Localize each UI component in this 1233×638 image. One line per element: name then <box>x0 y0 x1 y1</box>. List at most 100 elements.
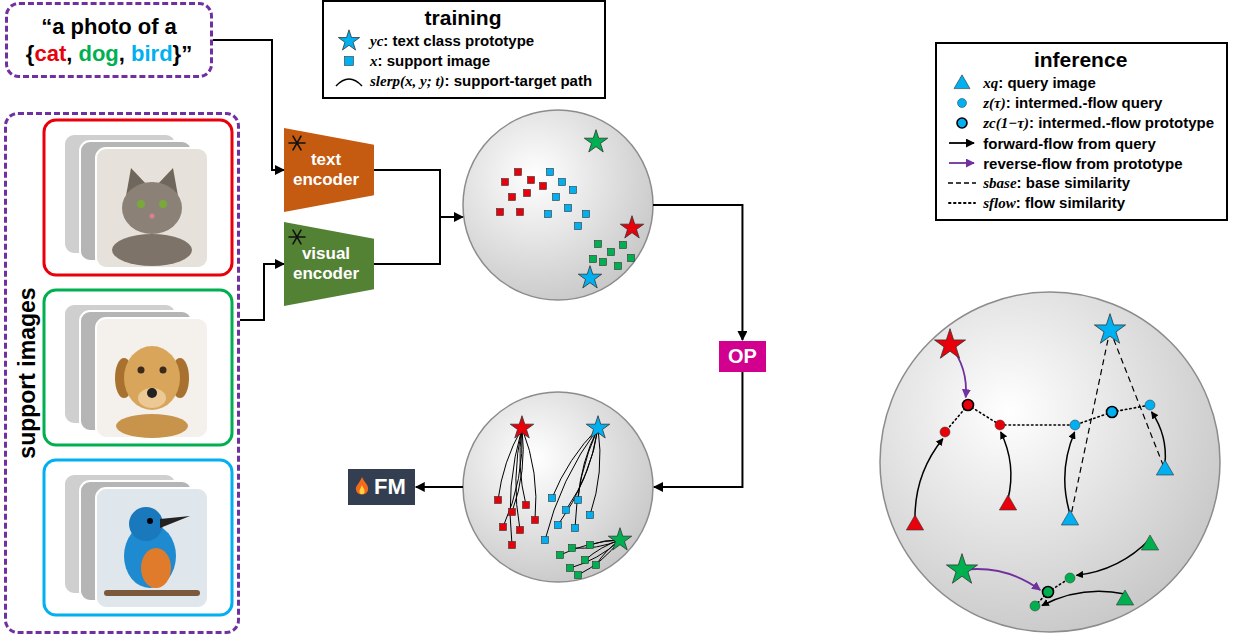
square-marker <box>517 209 524 216</box>
forward-flow-arrow <box>1076 539 1150 575</box>
square-marker <box>500 524 507 531</box>
node-label: visual encoder <box>288 244 364 284</box>
square-marker <box>547 169 554 176</box>
square-marker <box>517 527 524 534</box>
triangle-marker <box>999 495 1016 510</box>
math-run: z(τ) <box>983 95 1006 111</box>
text-run: photo <box>71 14 132 39</box>
flow-arrow <box>440 216 463 218</box>
query-dot <box>1145 400 1155 410</box>
query-dot <box>1030 601 1040 611</box>
legend-swatch <box>947 93 977 113</box>
star-marker <box>510 416 533 438</box>
square-marker <box>595 241 602 248</box>
cat-eye <box>159 200 167 208</box>
flow-arrow <box>416 486 463 488</box>
line-sample <box>948 182 976 184</box>
square-marker <box>509 509 516 516</box>
dog-nose <box>147 388 157 398</box>
cat-eye <box>137 200 145 208</box>
photo-card <box>96 148 208 268</box>
legend-item: x: support image <box>334 51 592 71</box>
legend-item: forward-flow from query <box>947 133 1214 153</box>
star-marker <box>338 30 359 50</box>
legend-item: sbase: base similarity <box>947 173 1214 193</box>
math-run: yc <box>370 33 383 49</box>
square-marker <box>628 255 635 262</box>
bird-branch <box>104 590 200 596</box>
prompt-box: “a photo of a {cat, dog, bird}” <box>5 2 213 78</box>
legend-label: yc: text class prototype <box>370 32 534 50</box>
bird-head <box>129 507 163 541</box>
triangle-marker <box>1156 460 1173 475</box>
legend-swatch <box>947 73 977 93</box>
math-run: zc(1−τ) <box>983 115 1029 131</box>
legend-box: trainingyc: text class prototypex: suppo… <box>322 0 606 99</box>
text-run: , <box>119 41 131 66</box>
legend-box: inferencexq: query imagez(τ): intermed.-… <box>935 42 1228 221</box>
square-marker <box>608 249 615 256</box>
prototype-dot <box>963 400 974 411</box>
square-marker <box>345 57 354 66</box>
encoder-block: visual encoder <box>284 222 374 306</box>
model-box: FM <box>348 469 415 505</box>
bird-beak <box>160 516 190 528</box>
bird-belly <box>141 548 171 588</box>
query-dot <box>1065 573 1075 583</box>
base-similarity-line <box>1070 330 1110 520</box>
legend-item: reverse-flow from prototype <box>947 153 1214 173</box>
math-run: sbase <box>983 175 1016 191</box>
connector <box>240 264 284 320</box>
trainable-icon <box>354 477 370 497</box>
square-marker <box>575 223 582 230</box>
square-marker <box>615 263 622 270</box>
legend-swatch <box>947 193 977 213</box>
star-marker <box>620 216 643 238</box>
bird-eye <box>147 518 153 524</box>
image-frame <box>44 120 232 275</box>
forward-flow-arrow <box>1001 432 1011 499</box>
arrow-sample <box>949 162 974 164</box>
slerp-path <box>516 428 522 530</box>
square-marker <box>569 545 576 552</box>
text-run: : text class prototype <box>383 32 534 49</box>
legend-swatch <box>947 133 977 153</box>
star-marker <box>584 130 607 152</box>
embedding-sphere <box>880 292 1220 632</box>
math-run: x <box>370 53 378 69</box>
square-marker <box>567 565 574 572</box>
triangle-marker <box>954 75 970 89</box>
node-label: “a photo of a {cat, dog, bird}” <box>20 13 198 67</box>
square-marker <box>542 537 549 544</box>
group-heading: support images <box>14 287 41 458</box>
text-run: bird <box>131 41 173 66</box>
prototype-dot <box>1043 587 1054 598</box>
dog-body <box>116 414 188 438</box>
square-marker <box>509 542 516 549</box>
image-frame <box>44 290 232 445</box>
flow-arrow <box>653 205 742 340</box>
star-marker <box>934 329 965 359</box>
node-label: OP <box>728 345 757 368</box>
dog-eye <box>138 367 145 374</box>
text-run: “ <box>41 14 52 39</box>
square-marker <box>532 517 539 524</box>
cat-body <box>112 234 192 266</box>
legend-item: yc: text class prototype <box>334 31 592 51</box>
legend-swatch <box>947 153 977 173</box>
prototype-dot <box>957 118 967 128</box>
legend-item: xq: query image <box>947 73 1214 93</box>
dog-head <box>124 346 180 410</box>
square-marker <box>563 507 570 514</box>
query-dot <box>995 420 1005 430</box>
cat-head <box>122 182 182 234</box>
square-marker <box>575 572 582 579</box>
square-marker <box>523 502 530 509</box>
slerp-path <box>575 428 598 528</box>
slerp-path <box>578 428 598 500</box>
text-run: : base similarity <box>1017 174 1130 191</box>
square-marker <box>587 512 594 519</box>
text-run: of <box>138 14 159 39</box>
text-run <box>132 14 138 39</box>
